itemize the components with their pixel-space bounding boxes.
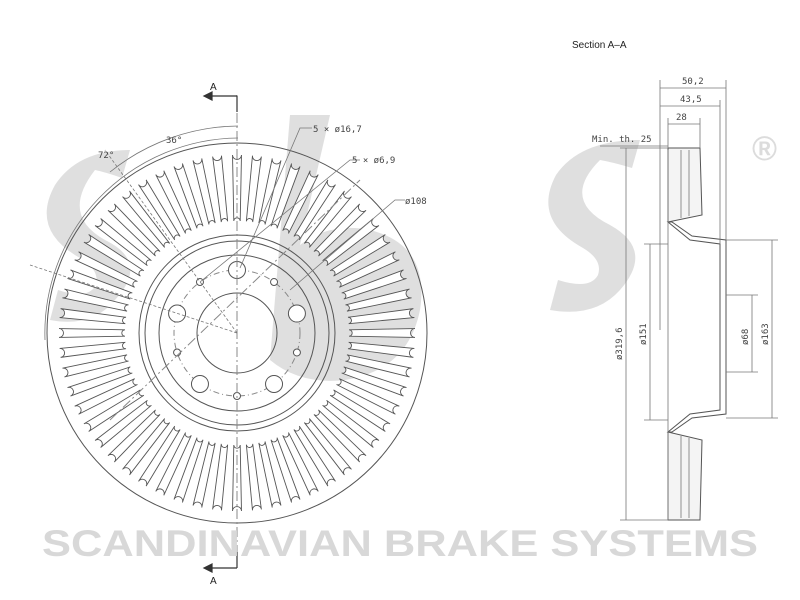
section-vent-lines [667,150,690,520]
cooling-vanes [58,154,416,512]
cooling-vane [293,425,336,487]
pitch-circle-callout: ø108 [405,197,427,207]
cooling-vane [282,432,319,496]
bolt-hole [265,374,284,393]
cooling-vane [67,366,133,397]
cooling-vane [83,389,145,432]
cooling-vane [62,354,129,378]
dim-min-thickness: Min. th. 25 [592,135,652,145]
cooling-vane [74,251,138,288]
cooling-vane [107,203,161,257]
section-markers [202,91,238,573]
cooling-vane [341,366,407,397]
angle-36-label: 36° [166,136,182,146]
cooling-vane [155,432,192,496]
cooling-vane [62,288,129,312]
cooling-vane [270,163,301,229]
cooling-vane [345,354,412,378]
bolt-hole [287,304,306,323]
cooling-vane [74,378,138,415]
cooling-vane [107,409,161,463]
cooling-vane [303,190,352,248]
cooling-vane [212,155,229,223]
cooling-vane [83,234,145,277]
section-title: Section A–A [572,40,627,51]
cooling-vane [212,443,229,511]
cooling-vane [59,341,127,358]
dim-offset: 43,5 [680,95,702,105]
cooling-vane [138,179,181,241]
bolt-hole-callout: 5 × ø16,7 [313,125,362,135]
cooling-vane [347,341,415,358]
cooling-vane [345,288,412,312]
section-profile [666,147,727,521]
front-view [46,95,428,560]
cooling-vane [94,218,152,267]
cooling-vane [67,269,133,300]
cooling-vane [322,399,380,448]
dim-overall-height: 50,2 [682,77,704,87]
cooling-vane [192,158,216,225]
cooling-vane [348,328,416,338]
callout-leaders [199,127,405,291]
section-horizontal-dims [600,80,727,330]
cooling-vane [173,163,204,229]
center-line-diagonal [109,179,361,421]
small-hole-callout: 5 × ø6,9 [352,156,395,166]
dim-hat-diameter: ø163 [761,323,771,345]
dim-center-bore: ø68 [741,329,751,345]
cooling-vane [245,443,262,511]
bolt-hole [190,374,209,393]
small-hole [292,348,301,357]
cooling-vane [155,170,192,234]
cooling-vane [313,203,367,257]
cooling-vane [258,158,282,225]
cooling-vane [270,437,301,503]
cooling-vane [303,418,352,476]
cooling-vane [329,389,391,432]
cooling-vane [94,399,152,448]
cooling-vane [313,409,367,463]
cooling-vane [258,441,282,508]
cooling-vane [58,328,126,338]
dim-outer-diameter: ø319,6 [615,327,625,360]
section-marker-bottom-label: A [210,576,217,587]
cooling-vane [336,251,400,288]
small-hole [270,278,279,287]
cooling-vane [59,308,127,325]
dim-thickness: 28 [676,113,687,123]
cooling-vane [336,378,400,415]
angle-72-label: 72° [98,151,114,161]
cooling-vane [293,179,336,241]
dim-diameter-151: ø151 [639,323,649,345]
registered-mark: ® [752,130,777,168]
cooling-vane [138,425,181,487]
cooling-vane [192,441,216,508]
cooling-vane [329,234,391,277]
section-marker-top-label: A [210,82,217,93]
cooling-vane [245,155,262,223]
pitch-circle-line [173,269,301,397]
angle-dimensions [29,125,239,341]
cooling-vane [282,170,319,234]
cooling-vane [341,269,407,300]
cooling-vane [122,190,171,248]
cooling-vane [173,437,204,503]
cooling-vane [122,418,171,476]
section-vertical-dims [620,147,778,521]
brand-watermark-text: SCANDINAVIAN BRAKE SYSTEMS [42,523,758,564]
cooling-vane [347,308,415,325]
